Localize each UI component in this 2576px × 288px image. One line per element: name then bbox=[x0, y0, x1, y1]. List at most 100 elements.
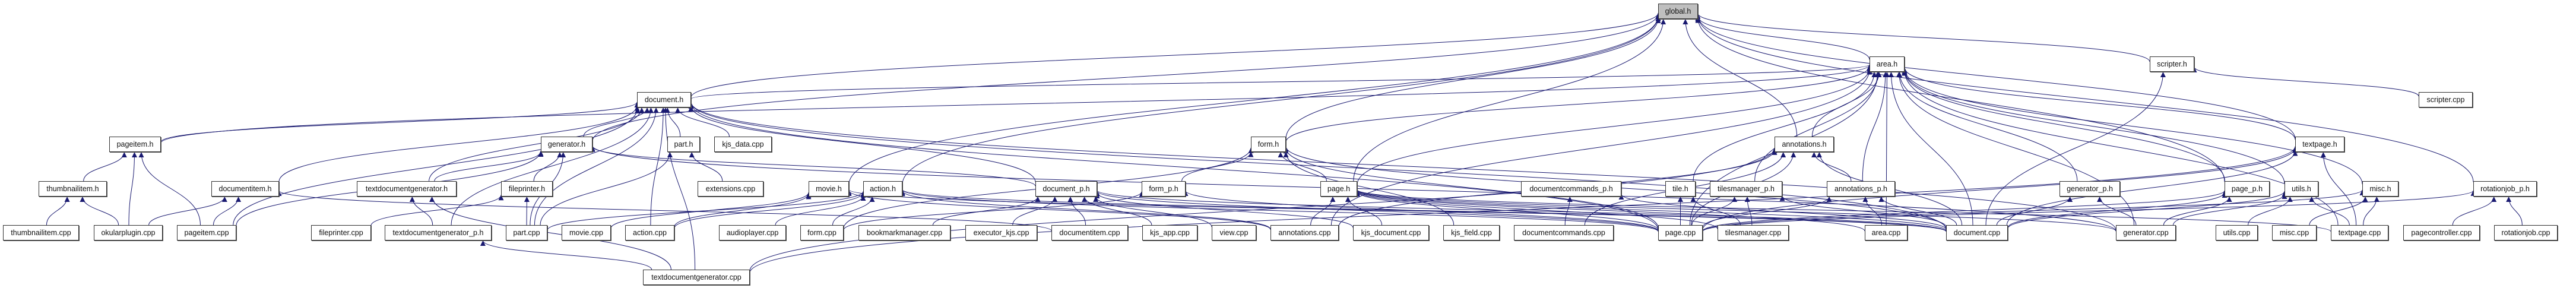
node-form-h[interactable]: form.h bbox=[1251, 137, 1286, 152]
node-misc-cpp[interactable]: misc.cpp bbox=[2272, 225, 2317, 240]
node-movie-cpp[interactable]: movie.cpp bbox=[562, 225, 611, 240]
edge-form-h-to-area-h bbox=[1285, 66, 1872, 143]
node-scripter-h[interactable]: scripter.h bbox=[2150, 56, 2194, 72]
node-page-h[interactable]: page.h bbox=[1320, 181, 1357, 197]
edge-page-h-to-global-h bbox=[1353, 18, 1666, 182]
edge-tilesmanager-p-h-to-area-h bbox=[1754, 71, 1881, 182]
node-label: part.cpp bbox=[513, 229, 540, 237]
node-page-p-h[interactable]: page_p.h bbox=[2225, 181, 2270, 197]
node-label: view.cpp bbox=[1219, 229, 1249, 237]
node-pageitem-h[interactable]: pageitem.h bbox=[109, 137, 161, 152]
node-annotations-cpp[interactable]: annotations.cpp bbox=[1270, 225, 1339, 240]
edge-misc-cpp-to-misc-h bbox=[2309, 196, 2368, 226]
node-rotationjob-p-h[interactable]: rotationjob_p.h bbox=[2473, 181, 2537, 197]
node-movie-h[interactable]: movie.h bbox=[809, 181, 849, 197]
node-label: thumbnailitem.cpp bbox=[11, 229, 71, 237]
node-area-h[interactable]: area.h bbox=[1870, 56, 1905, 72]
node-documentcommands-p-h[interactable]: documentcommands_p.h bbox=[1521, 181, 1621, 197]
edge-generator-cpp-to-page-h bbox=[1354, 189, 2116, 232]
node-documentitem-h[interactable]: documentitem.h bbox=[211, 181, 279, 197]
node-kjs-app-cpp[interactable]: kjs_app.cpp bbox=[1142, 225, 1197, 240]
edge-textdocumentgenerator-cpp-to-textdocumentgenerator-h bbox=[429, 196, 671, 270]
node-textdocumentgenerator-p-h[interactable]: textdocumentgenerator_p.h bbox=[385, 225, 492, 240]
node-documentcommands-cpp[interactable]: documentcommands.cpp bbox=[1514, 225, 1614, 240]
node-executor-kjs-cpp[interactable]: executor_kjs.cpp bbox=[965, 225, 1037, 240]
node-pageitem-cpp[interactable]: pageitem.cpp bbox=[177, 225, 236, 240]
node-textdocumentgenerator-cpp[interactable]: textdocumentgenerator.cpp bbox=[643, 270, 750, 285]
node-tilesmanager-p-h[interactable]: tilesmanager_p.h bbox=[1710, 181, 1782, 197]
edge-scripter-cpp-to-scripter-h bbox=[2191, 67, 2419, 97]
edge-area-h-to-global-h bbox=[1695, 16, 1870, 60]
edge-page-cpp-to-form-h bbox=[1283, 148, 1659, 228]
edge-documentitem-cpp-to-document-p-h bbox=[1067, 196, 1086, 226]
edge-bookmarkmanager-cpp-to-document-p-h bbox=[932, 196, 1041, 226]
edge-page-p-h-to-area-h bbox=[1902, 70, 2225, 182]
node-documentitem-cpp[interactable]: documentitem.cpp bbox=[1051, 225, 1128, 240]
node-action-cpp[interactable]: action.cpp bbox=[625, 225, 674, 240]
edge-textpage-h-to-global-h bbox=[1695, 15, 2296, 140]
node-label: form_p.h bbox=[1149, 185, 1178, 193]
node-scripter-cpp[interactable]: scripter.cpp bbox=[2419, 92, 2473, 107]
node-audioplayer-cpp[interactable]: audioplayer.cpp bbox=[719, 225, 786, 240]
edge-misc-h-to-area-h bbox=[1902, 68, 2363, 185]
edge-document-p-h-to-document-h bbox=[688, 106, 1036, 182]
edge-textpage-cpp-to-utils-h bbox=[2309, 196, 2350, 226]
node-label: kjs_document.cpp bbox=[1361, 229, 1421, 237]
node-form-cpp[interactable]: form.cpp bbox=[800, 225, 844, 240]
edge-page-cpp-to-action-h bbox=[899, 189, 1659, 232]
node-kjs-document-cpp[interactable]: kjs_document.cpp bbox=[1353, 225, 1429, 240]
node-thumbnailitem-cpp[interactable]: thumbnailitem.cpp bbox=[3, 225, 79, 240]
node-fileprinter-h[interactable]: fileprinter.h bbox=[501, 181, 553, 197]
node-misc-h[interactable]: misc.h bbox=[2362, 181, 2398, 197]
node-part-h[interactable]: part.h bbox=[667, 137, 700, 152]
node-action-h[interactable]: action.h bbox=[863, 181, 902, 197]
node-utils-cpp[interactable]: utils.cpp bbox=[2216, 225, 2258, 240]
node-rotationjob-cpp[interactable]: rotationjob.cpp bbox=[2494, 225, 2558, 240]
node-generator-cpp[interactable]: generator.cpp bbox=[2116, 225, 2176, 240]
node-view-cpp[interactable]: view.cpp bbox=[1212, 225, 1256, 240]
edge-document-cpp-to-textpage-h bbox=[2006, 150, 2298, 226]
node-okularplugin-cpp[interactable]: okularplugin.cpp bbox=[94, 225, 163, 240]
node-pagecontroller-cpp[interactable]: pagecontroller.cpp bbox=[2403, 225, 2480, 240]
node-document-h[interactable]: document.h bbox=[637, 92, 691, 107]
node-annotations-h[interactable]: annotations.h bbox=[1775, 137, 1834, 152]
edge-tile-h-to-area-h bbox=[1693, 71, 1877, 182]
node-label: scripter.cpp bbox=[2426, 96, 2465, 104]
node-textpage-cpp[interactable]: textpage.cpp bbox=[2331, 225, 2388, 240]
node-label: area.h bbox=[1876, 60, 1898, 68]
node-page-cpp[interactable]: page.cpp bbox=[1658, 225, 1703, 240]
node-textpage-h[interactable]: textpage.h bbox=[2295, 137, 2344, 152]
edge-textpage-cpp-to-misc-h bbox=[2363, 196, 2379, 226]
node-generator-p-h[interactable]: generator_p.h bbox=[2059, 181, 2120, 197]
node-kjs-field-cpp[interactable]: kjs_field.cpp bbox=[1443, 225, 1500, 240]
node-utils-h[interactable]: utils.h bbox=[2285, 181, 2318, 197]
node-document-cpp[interactable]: document.cpp bbox=[1946, 225, 2008, 240]
edge-page-cpp-to-textpage-h bbox=[1702, 147, 2298, 230]
node-tile-h[interactable]: tile.h bbox=[1665, 181, 1696, 197]
node-fileprinter-cpp[interactable]: fileprinter.cpp bbox=[311, 225, 371, 240]
edge-fileprinter-cpp-to-fileprinter-h bbox=[370, 195, 504, 226]
node-label: documentcommands.cpp bbox=[1522, 229, 1605, 237]
node-label: pageitem.h bbox=[116, 140, 154, 148]
node-label: kjs_data.cpp bbox=[722, 140, 764, 148]
edge-annotations-p-h-to-area-h bbox=[1862, 71, 1889, 182]
node-kjs-data-cpp[interactable]: kjs_data.cpp bbox=[714, 137, 772, 152]
node-form-p-h[interactable]: form_p.h bbox=[1142, 181, 1186, 197]
node-textdocumentgenerator-h[interactable]: textdocumentgenerator.h bbox=[357, 181, 457, 197]
node-area-cpp[interactable]: area.cpp bbox=[1865, 225, 1908, 240]
node-part-cpp[interactable]: part.cpp bbox=[506, 225, 547, 240]
node-annotations-p-h[interactable]: annotations_p.h bbox=[1827, 181, 1895, 197]
node-thumbnailitem-h[interactable]: thumbnailitem.h bbox=[39, 181, 107, 197]
node-global-h[interactable]: global.h bbox=[1658, 4, 1698, 19]
edge-textdocumentgenerator-p-h-to-textdocumentgenerator-h bbox=[409, 196, 433, 226]
node-extensions-cpp[interactable]: extensions.cpp bbox=[698, 181, 763, 197]
node-label: utils.h bbox=[2292, 185, 2311, 193]
node-bookmarkmanager-cpp[interactable]: bookmarkmanager.cpp bbox=[858, 225, 950, 240]
edge-tilesmanager-cpp-to-page-h bbox=[1354, 191, 1718, 229]
edge-area-cpp-to-page-h bbox=[1354, 190, 1865, 232]
node-document-p-h[interactable]: document_p.h bbox=[1035, 181, 1097, 197]
edge-fileprinter-h-to-generator-h bbox=[533, 151, 563, 182]
node-generator-h[interactable]: generator.h bbox=[541, 137, 592, 152]
node-tilesmanager-cpp[interactable]: tilesmanager.cpp bbox=[1718, 225, 1789, 240]
edge-view-cpp-to-document-p-h bbox=[1093, 196, 1212, 227]
